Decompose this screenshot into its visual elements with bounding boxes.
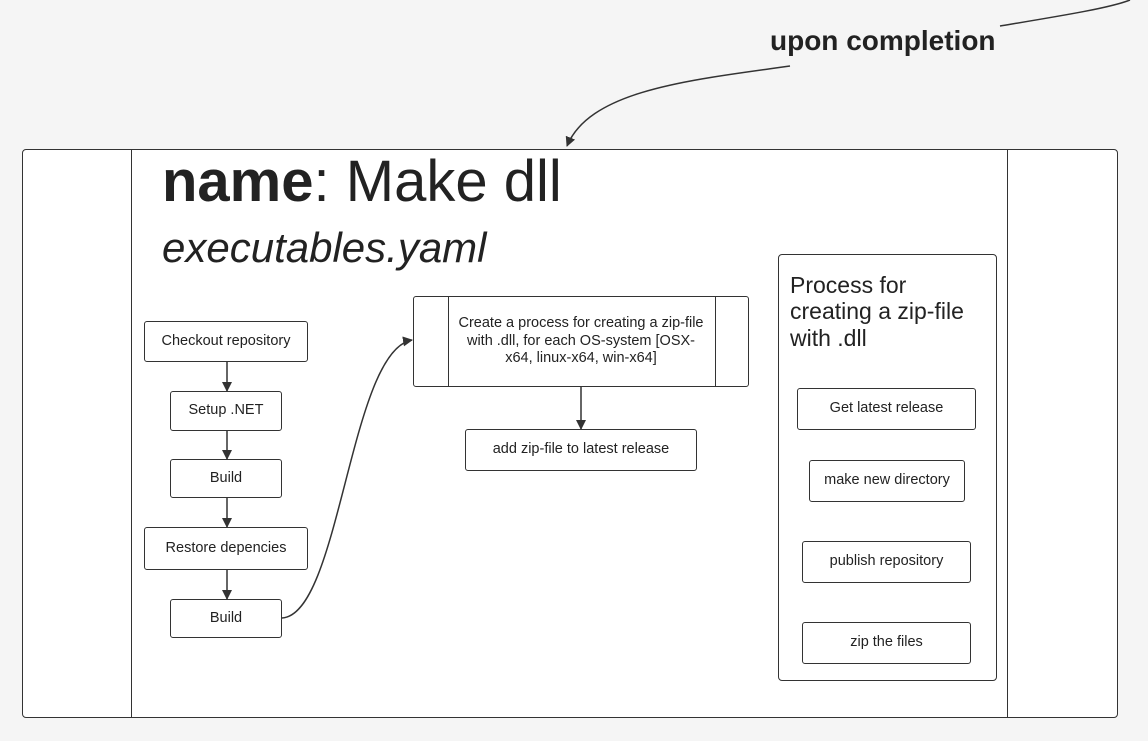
- lane-divider-right: [1007, 150, 1008, 717]
- name-sep: :: [313, 149, 346, 214]
- process-bar-left: [448, 297, 449, 386]
- step-make-new-directory[interactable]: make new directory: [809, 460, 965, 502]
- step-zip-the-files[interactable]: zip the files: [802, 622, 971, 664]
- name-key: name: [162, 149, 314, 214]
- process-create-zip[interactable]: Create a process for creating a zip-file…: [413, 296, 749, 387]
- process-bar-right: [715, 297, 716, 386]
- lane-divider-left: [131, 150, 132, 717]
- edge-build-process: [281, 336, 413, 619]
- step-setup-dotnet[interactable]: Setup .NET: [170, 391, 282, 431]
- process-create-zip-label: Create a process for creating a zip-file…: [458, 315, 704, 367]
- completion-arrow: [565, 65, 791, 147]
- step-restore-dependencies[interactable]: Restore depencies: [144, 527, 308, 570]
- completion-label: upon completion: [770, 25, 996, 56]
- step-build-1[interactable]: Build: [170, 459, 282, 498]
- step-add-zip-to-release[interactable]: add zip-file to latest release: [465, 429, 697, 471]
- workflow-filename: executables.yaml: [162, 224, 487, 271]
- name-value: Make dll: [345, 149, 562, 214]
- step-get-latest-release[interactable]: Get latest release: [797, 388, 976, 430]
- step-build-2[interactable]: Build: [170, 599, 282, 638]
- step-checkout-repository[interactable]: Checkout repository: [144, 321, 308, 362]
- step-publish-repository[interactable]: publish repository: [802, 541, 971, 583]
- completion-curve-top: [999, 0, 1131, 27]
- workflow-name: name: Make dll: [162, 148, 562, 215]
- subprocess-title: Process for creating a zip-file with .dl…: [790, 272, 964, 351]
